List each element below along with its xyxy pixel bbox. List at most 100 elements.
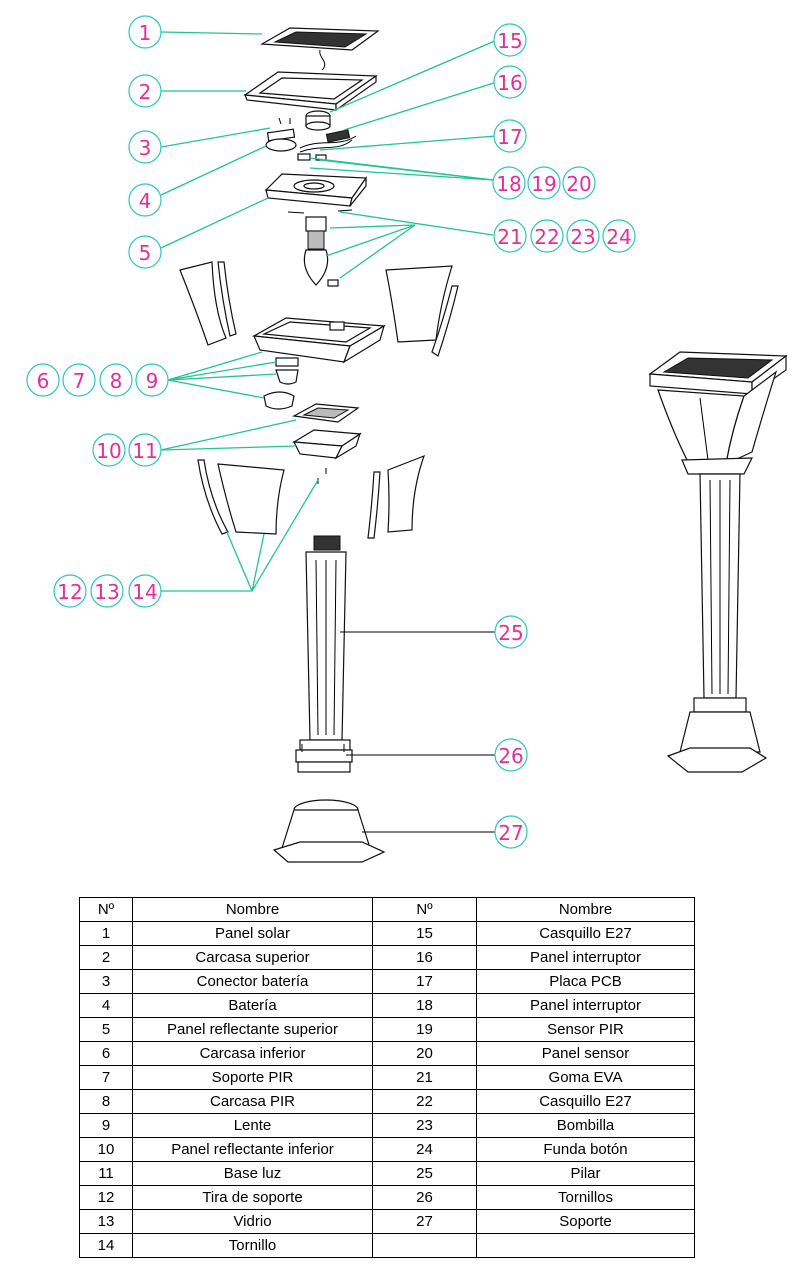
- part-lower-glass: [197, 454, 426, 539]
- svg-text:21: 21: [497, 225, 522, 249]
- assembled-lamp: [648, 351, 788, 773]
- svg-text:15: 15: [497, 29, 522, 53]
- part-lower-reflector: [292, 403, 360, 423]
- cell-name: Panel solar: [132, 921, 373, 946]
- cell-no-2: 23: [372, 1113, 477, 1138]
- cell-no: 11: [79, 1161, 133, 1186]
- callout-26: 26: [494, 738, 528, 772]
- callout-5: 5: [128, 235, 162, 269]
- callout-15: 15: [493, 23, 527, 57]
- cell-no-2: [372, 1233, 477, 1258]
- header-no-2: Nº: [372, 897, 477, 922]
- svg-text:8: 8: [110, 369, 123, 393]
- svg-text:14: 14: [132, 580, 157, 604]
- cell-no: 13: [79, 1209, 133, 1234]
- cell-name: Tornillo: [132, 1233, 373, 1258]
- header-no: Nº: [79, 897, 133, 922]
- cell-no-2: 15: [372, 921, 477, 946]
- cell-name: Panel reflectante inferior: [132, 1137, 373, 1162]
- svg-text:6: 6: [37, 369, 50, 393]
- cell-name-2: Sensor PIR: [476, 1017, 695, 1042]
- cell-name-2: [476, 1233, 695, 1258]
- svg-text:1: 1: [139, 21, 152, 45]
- callout-27: 27: [494, 815, 528, 849]
- svg-text:13: 13: [94, 580, 119, 604]
- callout-11: 11: [128, 433, 162, 467]
- cell-no-2: 18: [372, 993, 477, 1018]
- cell-name: Carcasa PIR: [132, 1089, 373, 1114]
- cell-name: Conector batería: [132, 969, 373, 994]
- svg-text:9: 9: [146, 369, 159, 393]
- cell-no-2: 16: [372, 945, 477, 970]
- cell-no-2: 24: [372, 1137, 477, 1162]
- callout-12: 12: [53, 574, 87, 608]
- svg-text:25: 25: [498, 621, 523, 645]
- cell-name: Vidrio: [132, 1209, 373, 1234]
- cell-no-2: 19: [372, 1017, 477, 1042]
- callout-8: 8: [99, 363, 133, 397]
- cell-name-2: Panel interruptor: [476, 945, 695, 970]
- part-bulb-assembly: [287, 209, 353, 287]
- part-pillar: [295, 535, 353, 773]
- cell-no: 8: [79, 1089, 133, 1114]
- svg-text:16: 16: [497, 71, 522, 95]
- svg-text:11: 11: [132, 439, 157, 463]
- svg-text:7: 7: [73, 369, 86, 393]
- svg-text:26: 26: [498, 744, 523, 768]
- cell-no: 9: [79, 1113, 133, 1138]
- cell-name-2: Panel interruptor: [476, 993, 695, 1018]
- callout-16: 16: [493, 65, 527, 99]
- cell-no: 7: [79, 1065, 133, 1090]
- cell-name-2: Casquillo E27: [476, 921, 695, 946]
- callout-25: 25: [494, 615, 528, 649]
- callout-18: 18: [492, 166, 526, 200]
- cell-no-2: 26: [372, 1185, 477, 1210]
- cell-no: 5: [79, 1017, 133, 1042]
- svg-text:17: 17: [497, 125, 522, 149]
- callout-13: 13: [90, 574, 124, 608]
- svg-text:10: 10: [96, 439, 121, 463]
- cell-name-2: Pilar: [476, 1161, 695, 1186]
- svg-text:2: 2: [139, 80, 152, 104]
- cell-name-2: Tornillos: [476, 1185, 695, 1210]
- cell-no: 14: [79, 1233, 133, 1258]
- callout-22: 22: [530, 219, 564, 253]
- callout-21: 21: [493, 219, 527, 253]
- cell-name: Tira de soporte: [132, 1185, 373, 1210]
- cell-no-2: 22: [372, 1089, 477, 1114]
- cell-no-2: 21: [372, 1065, 477, 1090]
- svg-text:23: 23: [570, 225, 595, 249]
- part-solar-panel: [259, 27, 380, 71]
- svg-text:4: 4: [139, 189, 152, 213]
- cell-no-2: 20: [372, 1041, 477, 1066]
- part-top-housing: [243, 71, 378, 112]
- svg-text:22: 22: [534, 225, 559, 249]
- cell-no: 3: [79, 969, 133, 994]
- cell-name: Panel reflectante superior: [132, 1017, 373, 1042]
- part-upper-left-glass: [179, 261, 237, 346]
- callout-3: 3: [128, 130, 162, 164]
- header-name-2: Nombre: [476, 897, 695, 922]
- cell-name-2: Soporte: [476, 1209, 695, 1234]
- cell-name: Lente: [132, 1113, 373, 1138]
- callout-17: 17: [493, 119, 527, 153]
- part-socket-and-wiring: [265, 110, 357, 161]
- table-header-row: Nº Nombre Nº Nombre: [79, 897, 695, 922]
- callout-4: 4: [128, 183, 162, 217]
- cell-no-2: 17: [372, 969, 477, 994]
- callout-14: 14: [128, 574, 162, 608]
- cell-name-2: Goma EVA: [476, 1065, 695, 1090]
- cell-name: Soporte PIR: [132, 1065, 373, 1090]
- callout-23: 23: [566, 219, 600, 253]
